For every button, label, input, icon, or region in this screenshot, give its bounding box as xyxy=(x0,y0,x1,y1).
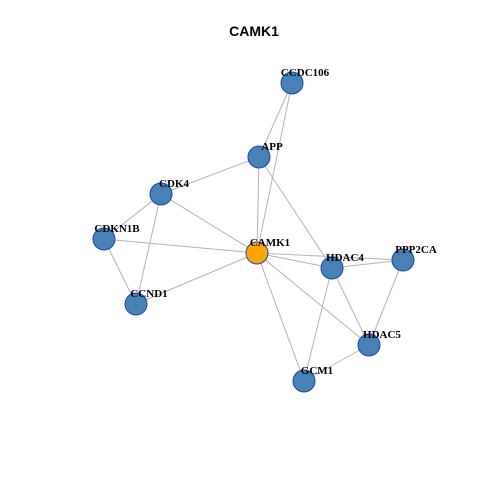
node-cdk4 xyxy=(149,182,173,206)
node-hdac5 xyxy=(357,333,381,357)
node-label-app: APP xyxy=(261,141,283,153)
node-hdac4 xyxy=(320,256,344,280)
edge-hdac5-gcm1 xyxy=(303,344,370,382)
node-label-camk1: CAMK1 xyxy=(250,237,290,249)
edge-app-cdk4 xyxy=(160,156,260,195)
node-label-hdac5: HDAC5 xyxy=(363,329,401,341)
node-gcm1 xyxy=(292,369,316,393)
edge-ccnd1-camk1 xyxy=(135,252,258,305)
edge-cdkn1b-ccnd1 xyxy=(103,238,137,305)
node-label-ccdc106: CCDC106 xyxy=(281,67,330,79)
node-label-gcm1: GCM1 xyxy=(301,365,333,377)
node-label-hdac4: HDAC4 xyxy=(326,252,364,264)
edge-hdac4-ppp2ca xyxy=(331,259,404,269)
edge-app-camk1 xyxy=(256,156,260,254)
edge-ppp2ca-hdac5 xyxy=(368,259,404,346)
edge-ccdc106-camk1 xyxy=(256,82,293,254)
edge-ccdc106-app xyxy=(258,82,293,158)
node-camk1 xyxy=(245,241,269,265)
edge-cdk4-cdkn1b xyxy=(103,193,162,240)
edge-hdac4-hdac5 xyxy=(331,267,370,346)
node-layer xyxy=(92,71,415,393)
edge-layer xyxy=(103,82,404,382)
edge-app-hdac4 xyxy=(258,156,333,269)
edge-camk1-ppp2ca xyxy=(256,252,404,261)
edge-camk1-hdac4 xyxy=(256,252,333,269)
edge-cdkn1b-camk1 xyxy=(103,238,258,254)
edge-hdac4-gcm1 xyxy=(303,267,333,382)
edge-cdk4-ccnd1 xyxy=(135,193,162,305)
edge-cdk4-camk1 xyxy=(160,193,258,254)
node-cdkn1b xyxy=(92,227,116,251)
edge-camk1-hdac5 xyxy=(256,252,370,346)
edge-camk1-gcm1 xyxy=(256,252,305,382)
node-ccdc106 xyxy=(280,71,304,95)
graph-title: CAMK1 xyxy=(229,23,279,39)
node-app xyxy=(247,145,271,169)
node-ccnd1 xyxy=(124,292,148,316)
node-label-cdkn1b: CDKN1B xyxy=(94,223,140,235)
node-label-cdk4: CDK4 xyxy=(159,178,189,190)
node-label-ccnd1: CCND1 xyxy=(130,288,167,300)
node-label-ppp2ca: PPP2CA xyxy=(395,244,437,256)
node-ppp2ca xyxy=(391,248,415,272)
